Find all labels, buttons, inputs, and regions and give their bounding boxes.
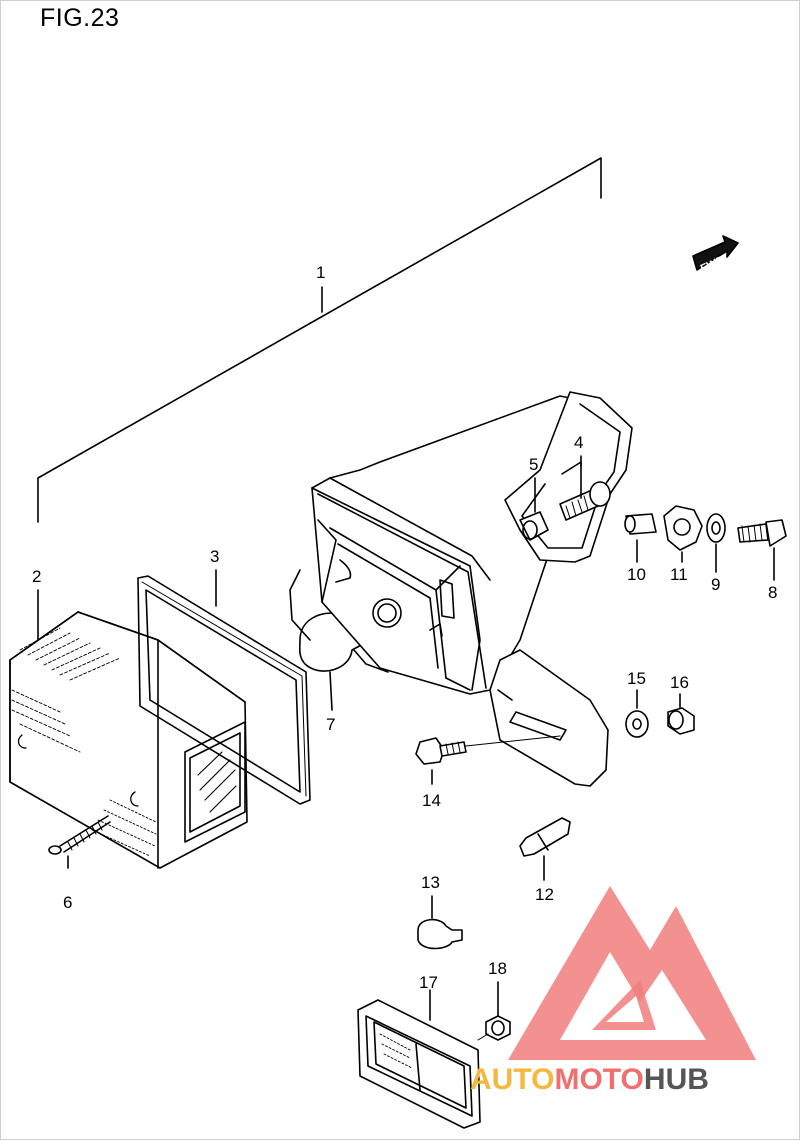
watermark-logo <box>508 886 756 1060</box>
lamp-housing <box>290 392 632 786</box>
reflector <box>358 990 480 1128</box>
callout-numbers: 1 2 3 4 5 6 7 8 9 10 11 12 13 14 15 16 1… <box>32 263 777 992</box>
callout-1: 1 <box>316 263 325 282</box>
tail-lamp-lens <box>10 612 247 868</box>
side-bulb <box>520 818 570 880</box>
callout-13: 13 <box>421 873 440 892</box>
callout-15: 15 <box>627 669 646 688</box>
callout-11: 11 <box>670 565 688 584</box>
reflector-nut <box>478 982 510 1040</box>
callout-17: 17 <box>419 973 438 992</box>
washer-and-nut <box>626 690 694 737</box>
callout-2: 2 <box>32 567 41 586</box>
watermark-text: AUTOMOTOHUB <box>470 1063 709 1096</box>
callout-9: 9 <box>711 575 720 594</box>
bolt-and-collar <box>520 456 610 540</box>
callout-14: 14 <box>422 791 441 810</box>
callout-18: 18 <box>488 959 507 978</box>
callout-12: 12 <box>535 885 554 904</box>
bracket-bolt <box>416 736 560 784</box>
lens-gasket <box>138 576 310 804</box>
callout-10: 10 <box>627 565 646 584</box>
assembly-bracket <box>38 158 601 522</box>
grommet <box>418 896 462 949</box>
callout-4: 4 <box>574 433 583 452</box>
callout-6: 6 <box>63 893 72 912</box>
mounting-hardware <box>625 506 786 580</box>
lens-screw <box>49 816 110 854</box>
fwd-arrow-icon <box>693 236 738 270</box>
figure-title: FIG.23 <box>40 4 120 32</box>
callout-7: 7 <box>326 715 335 734</box>
callout-5: 5 <box>529 455 538 474</box>
callout-16: 16 <box>670 673 689 692</box>
callout-3: 3 <box>210 547 219 566</box>
callout-8: 8 <box>768 583 777 602</box>
